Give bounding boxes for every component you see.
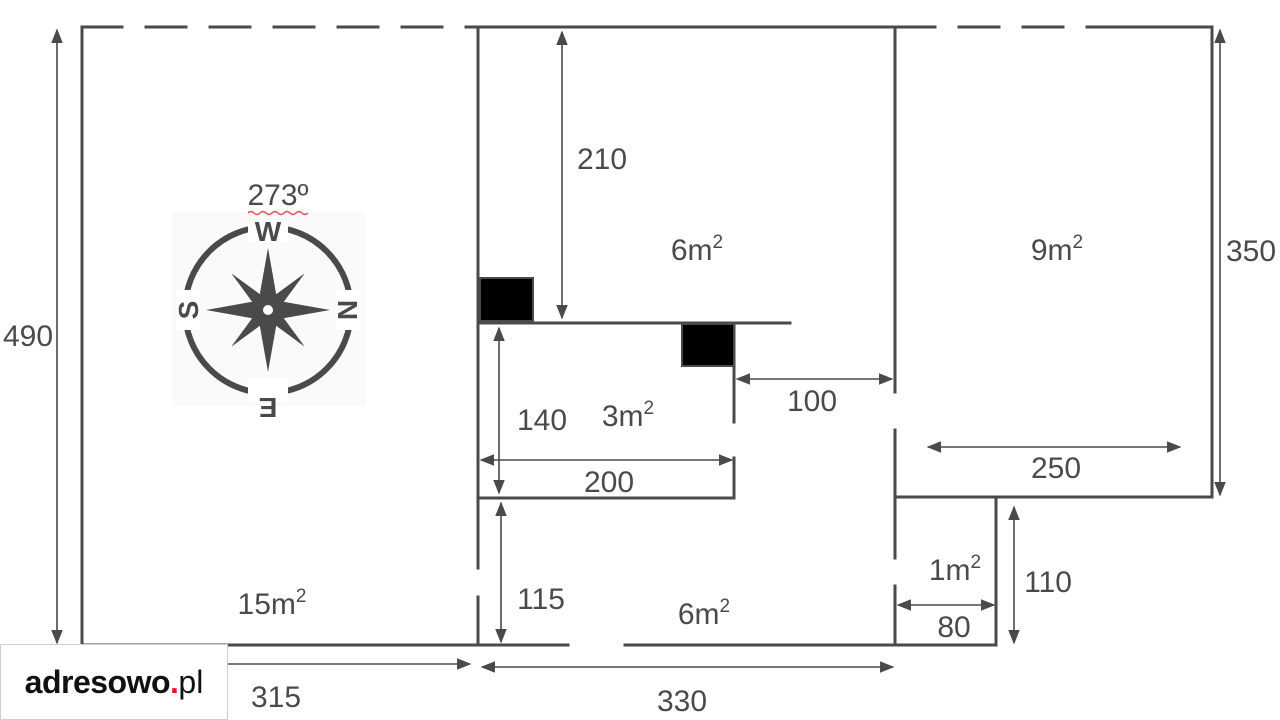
dim-490: 490 — [3, 320, 53, 353]
walls — [80, 25, 1214, 647]
area-room-right: 9m2 — [1031, 232, 1083, 267]
dimension-labels: 490 210 350 100 140 200 250 115 110 80 3… — [3, 143, 1276, 718]
dim-100: 100 — [787, 385, 837, 418]
dim-315: 315 — [251, 681, 301, 714]
dimension-lines — [51, 28, 1226, 673]
dim-330: 330 — [657, 685, 707, 718]
logo-tld: pl — [178, 663, 204, 700]
area-small-room: 3m2 — [602, 398, 654, 433]
ring-gap-bottom — [248, 378, 288, 402]
compass-letter-left: S — [173, 301, 204, 320]
logo-name: adresowo — [24, 663, 171, 700]
dim-115: 115 — [517, 583, 565, 616]
dim-350: 350 — [1226, 235, 1276, 268]
logo-dot: . — [170, 663, 179, 700]
room-areas: 15m2 6m2 9m2 3m2 6m2 1m2 — [238, 232, 1084, 631]
column-left — [479, 277, 534, 322]
compass-letter-bottom: E — [259, 392, 278, 423]
compass-rose: 273º W N E S — [172, 179, 366, 423]
dim-250: 250 — [1031, 452, 1081, 485]
compass-center — [261, 303, 275, 317]
dim-80: 80 — [937, 611, 970, 644]
area-room-top: 6m2 — [671, 232, 723, 267]
compass-letter-right: N — [332, 300, 363, 320]
dim-210: 210 — [577, 143, 627, 176]
dim-140: 140 — [517, 404, 567, 437]
compass-letter-top: W — [255, 216, 282, 247]
area-bath: 1m2 — [929, 552, 981, 587]
area-living: 15m2 — [238, 586, 307, 621]
dim-110: 110 — [1024, 566, 1072, 599]
adresowo-logo[interactable]: adresowo.pl — [0, 644, 228, 720]
column-right — [681, 323, 735, 367]
ring-gap-left — [176, 290, 200, 330]
dim-200: 200 — [584, 466, 634, 499]
area-hall: 6m2 — [678, 596, 730, 631]
ring-gap-top — [248, 220, 288, 242]
compass-bearing: 273º — [247, 179, 308, 212]
bearing-underline — [247, 210, 309, 216]
ring-gap-right — [336, 290, 360, 330]
